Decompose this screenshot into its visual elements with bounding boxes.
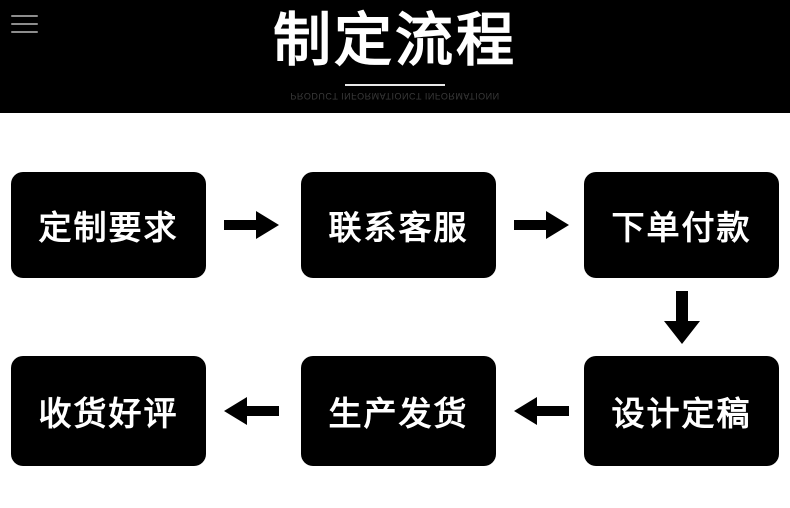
flow-step-3[interactable]: 下单付款: [584, 172, 779, 278]
flow-step-6-label: 收货好评: [38, 394, 179, 433]
menu-line-1: [11, 15, 38, 17]
flow-step-1-label: 定制要求: [38, 208, 179, 247]
flow-step-2[interactable]: 联系客服: [301, 172, 496, 278]
arrow-right-step2-step3: [514, 208, 570, 242]
process-flow-diagram: 定制要求 联系客服 下单付款 设计定稿 生产发货: [0, 113, 790, 508]
flow-step-4-label: 设计定稿: [611, 394, 752, 433]
arrow-right-step1-step2: [224, 208, 280, 242]
arrow-down-step3-step4: [660, 291, 704, 345]
arrow-left-step4-step5: [512, 394, 570, 428]
page-title: 制定流程: [272, 6, 517, 74]
menu-line-3: [11, 31, 38, 33]
flow-step-5[interactable]: 生产发货: [301, 356, 496, 466]
page-subtitle: PRODUCT INFORMATIONCT INFORMATIONN: [290, 91, 500, 101]
hamburger-menu-icon[interactable]: [11, 15, 38, 35]
flow-step-4[interactable]: 设计定稿: [584, 356, 779, 466]
flow-step-5-label: 生产发货: [328, 394, 469, 433]
flow-step-1[interactable]: 定制要求: [11, 172, 206, 278]
page-header: 制定流程 PRODUCT INFORMATIONCT INFORMATIONN: [0, 0, 790, 113]
arrow-left-step5-step6: [222, 394, 280, 428]
title-divider: [345, 84, 445, 86]
flow-step-3-label: 下单付款: [611, 208, 752, 247]
flow-step-2-label: 联系客服: [328, 208, 469, 247]
flow-step-6[interactable]: 收货好评: [11, 356, 206, 466]
menu-line-2: [11, 23, 38, 25]
